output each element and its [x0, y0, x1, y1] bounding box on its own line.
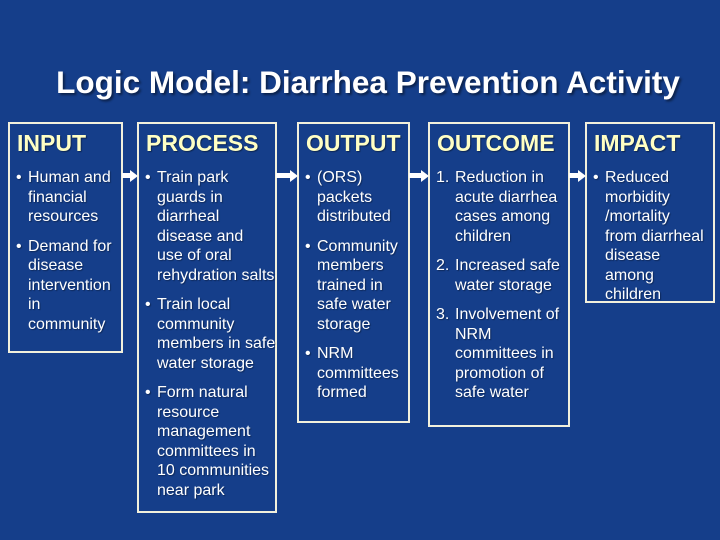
- bullet-marker: •: [305, 169, 311, 186]
- bullet-marker: •: [593, 169, 599, 186]
- list-item-text: NRM committees formed: [317, 345, 399, 401]
- list-item-text: Demand for disease intervention in commu…: [28, 237, 112, 333]
- list-item: 3. Involvement of NRM committees in prom…: [436, 305, 568, 403]
- list-item-text: Reduction in acute diarrhea cases among …: [455, 169, 558, 245]
- list-item: 2. Increased safe water storage: [436, 256, 568, 295]
- arrow-head: [130, 169, 138, 182]
- list-item: • (ORS) packets distributed: [305, 168, 408, 227]
- slide-title: Logic Model: Diarrhea Prevention Activit…: [56, 64, 680, 100]
- column-process-header: PROCESS: [146, 130, 259, 156]
- right-arrow-icon: [409, 169, 429, 182]
- list-item-text: (ORS) packets distributed: [317, 169, 391, 225]
- column-outcome: OUTCOME 1. Reduction in acute diarrhea c…: [428, 122, 570, 427]
- arrow-shaft: [276, 173, 290, 178]
- list-item: • Train park guards in diarrheal disease…: [145, 168, 275, 285]
- number-marker: 2.: [436, 257, 450, 274]
- list-item-text: Form natural resource management committ…: [157, 384, 270, 499]
- list-item: • Reduced morbidity /mortality from diar…: [593, 168, 713, 305]
- arrow-head: [421, 169, 429, 182]
- number-marker: 1.: [436, 169, 450, 186]
- bullet-marker: •: [305, 237, 311, 255]
- bullet-marker: •: [16, 169, 22, 186]
- list-item: • NRM committees formed: [305, 344, 408, 403]
- bullet-marker: •: [145, 384, 151, 401]
- arrow-shaft: [122, 173, 130, 178]
- arrow-head: [290, 169, 298, 182]
- column-process: PROCESS • Train park guards in diarrheal…: [137, 122, 277, 513]
- bullet-marker: •: [145, 169, 151, 186]
- column-impact: IMPACT • Reduced morbidity /mortality fr…: [585, 122, 715, 303]
- list-item-text: Involvement of NRM committees in promoti…: [455, 306, 560, 401]
- list-item: • Form natural resource management commi…: [145, 383, 275, 500]
- column-output: OUTPUT • (ORS) packets distributed • Com…: [297, 122, 410, 423]
- bullet-marker: •: [16, 237, 22, 255]
- list-item-text: Train local community members in safe wa…: [157, 296, 276, 372]
- column-outcome-header: OUTCOME: [437, 130, 555, 156]
- arrow-shaft: [569, 173, 578, 178]
- list-item-text: Reduced morbidity /mortality from diarrh…: [605, 169, 704, 303]
- list-item: • Demand for disease intervention in com…: [16, 237, 121, 335]
- right-arrow-icon: [569, 169, 586, 182]
- column-output-header: OUTPUT: [306, 130, 401, 156]
- list-item: 1. Reduction in acute diarrhea cases amo…: [436, 168, 568, 246]
- column-input: INPUT • Human and financial resources • …: [8, 122, 123, 353]
- bullet-marker: •: [305, 345, 311, 362]
- column-impact-header: IMPACT: [594, 130, 681, 156]
- bullet-marker: •: [145, 296, 151, 313]
- list-item-text: Human and financial resources: [28, 169, 111, 225]
- list-item: • Train local community members in safe …: [145, 295, 275, 373]
- column-input-header: INPUT: [17, 130, 86, 156]
- list-item: • Community members trained in safe wate…: [305, 237, 408, 335]
- list-item-text: Train park guards in diarrheal disease a…: [157, 169, 275, 284]
- list-item: • Human and financial resources: [16, 168, 121, 227]
- arrow-head: [578, 169, 586, 182]
- number-marker: 3.: [436, 306, 450, 323]
- arrow-shaft: [409, 173, 421, 178]
- list-item-text: Increased safe water storage: [455, 257, 560, 294]
- right-arrow-icon: [122, 169, 138, 182]
- right-arrow-icon: [276, 169, 298, 182]
- list-item-text: Community members trained in safe water …: [317, 237, 398, 333]
